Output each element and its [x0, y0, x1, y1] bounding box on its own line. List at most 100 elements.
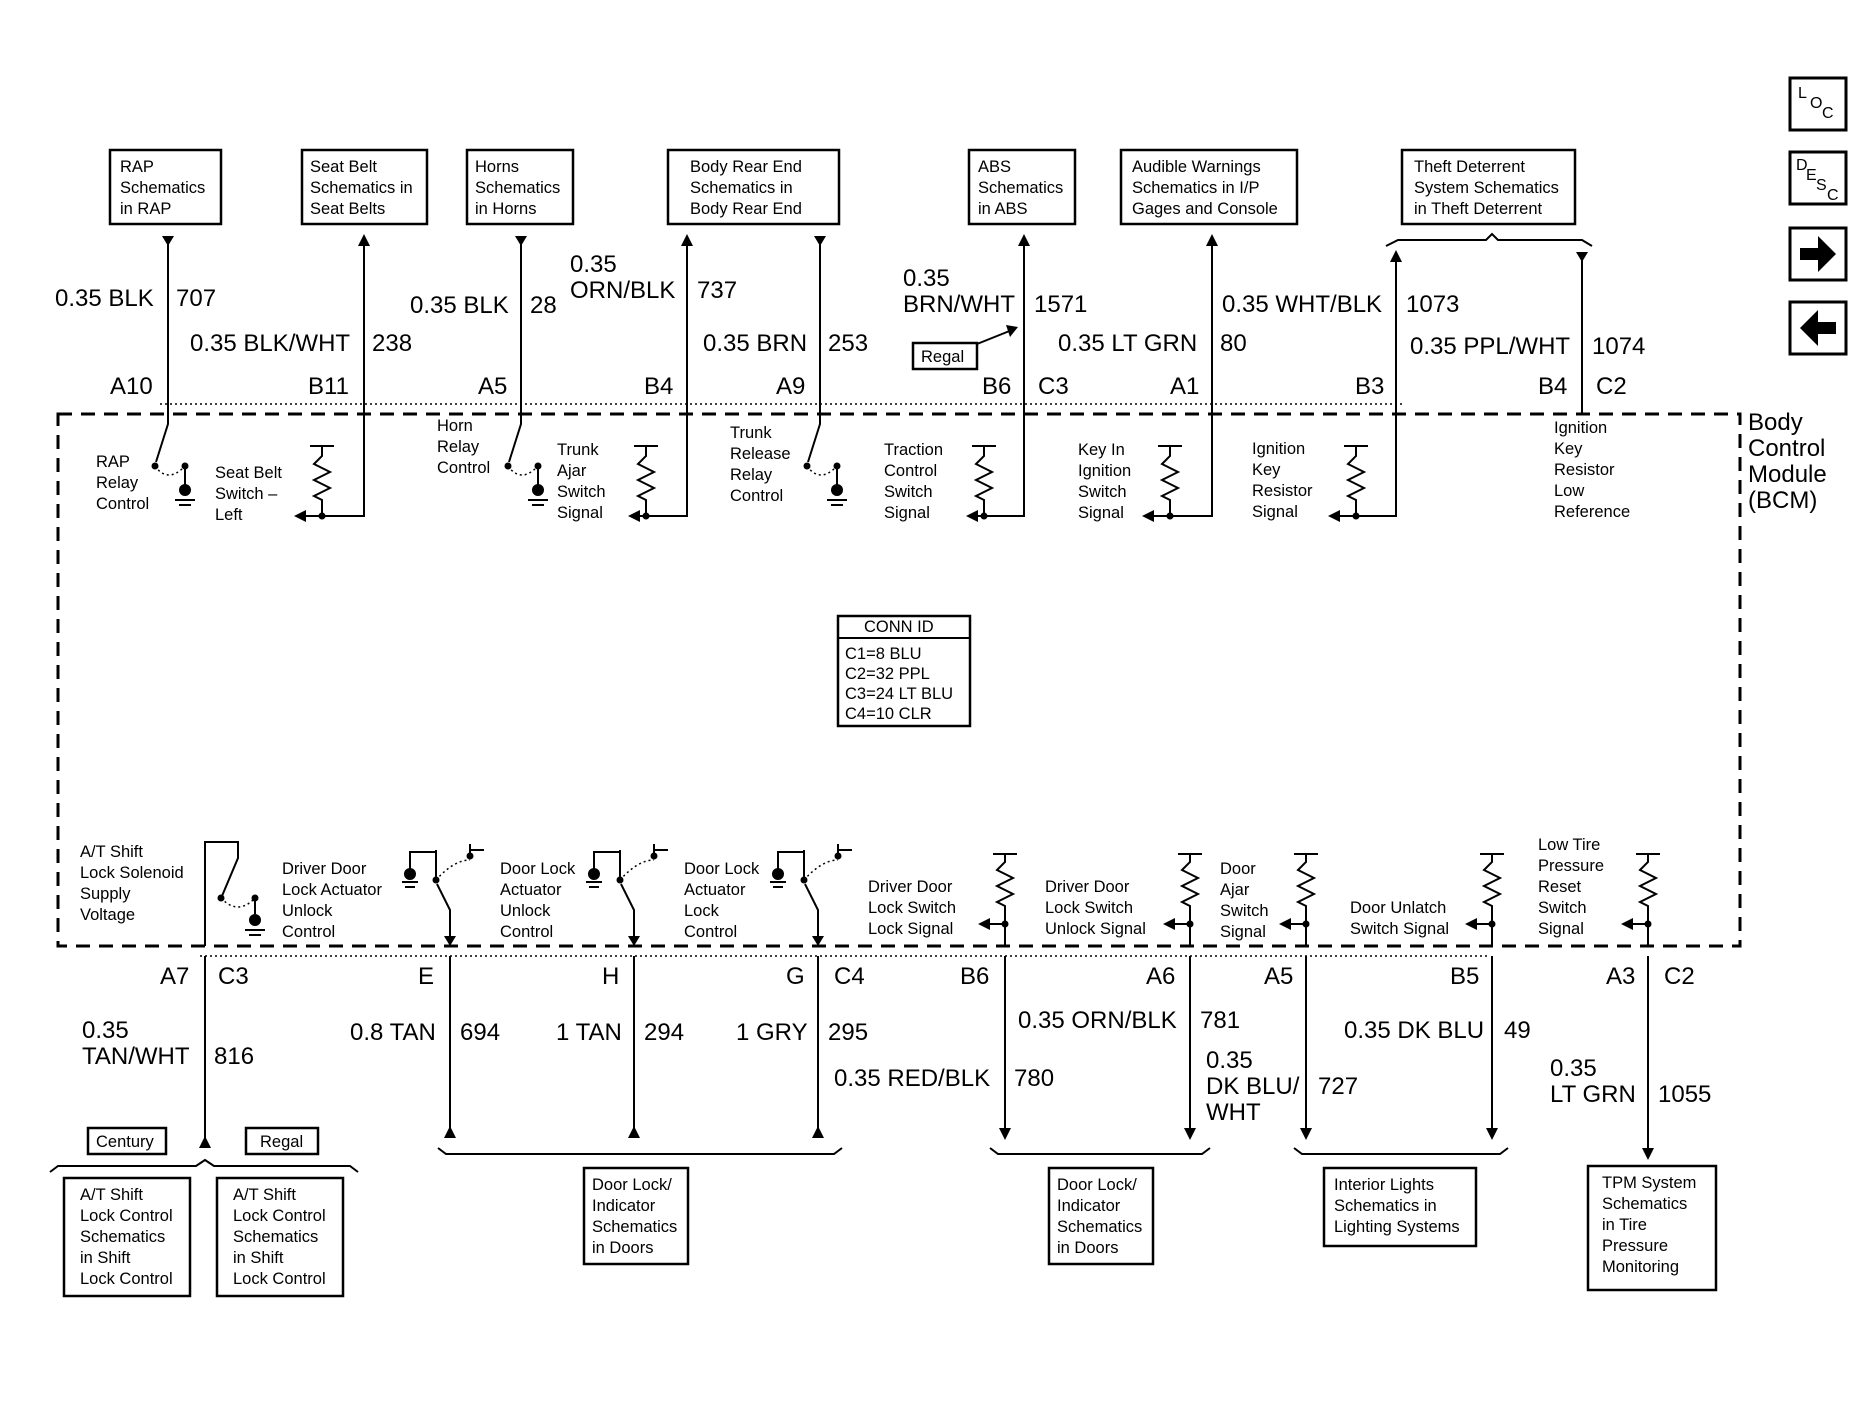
svg-text:Control: Control [884, 462, 937, 480]
svg-text:Schematics in I/P: Schematics in I/P [1132, 179, 1259, 197]
wire-circuit-707: 707 [176, 285, 216, 312]
next-page-button[interactable] [1788, 226, 1848, 282]
svg-text:Control: Control [500, 923, 553, 941]
bottom-box-interior-lights[interactable]: Interior Lights Schematics in Lighting S… [1322, 1166, 1478, 1248]
svg-text:C4: C4 [834, 963, 865, 990]
svg-text:Lock: Lock [684, 902, 720, 920]
svg-text:A3: A3 [1606, 963, 1635, 990]
svg-text:Ignition: Ignition [1252, 440, 1305, 458]
wire-color-1073: 0.35 WHT/BLK [1222, 291, 1382, 318]
svg-text:Body Rear End: Body Rear End [690, 158, 802, 176]
wire-color-1571-a: 0.35 [903, 265, 950, 292]
bottom-wire-lines [199, 956, 1654, 1160]
svg-text:Ajar: Ajar [1220, 881, 1250, 899]
svg-text:Low Tire: Low Tire [1538, 836, 1600, 854]
svg-text:A1: A1 [1170, 373, 1199, 400]
wire-color-727-c: WHT [1206, 1099, 1261, 1126]
svg-text:TPM System: TPM System [1602, 1174, 1696, 1192]
svg-text:Interior Lights: Interior Lights [1334, 1176, 1434, 1194]
svg-text:Monitoring: Monitoring [1602, 1258, 1679, 1276]
svg-text:Unlock: Unlock [500, 902, 551, 920]
top-box-audible-warnings[interactable]: Audible Warnings Schematics in I/P Gages… [1119, 148, 1299, 226]
wire-color-737-a: 0.35 [570, 251, 617, 278]
svg-text:B3: B3 [1355, 373, 1384, 400]
bottom-box-shift-lock-century[interactable]: A/T Shift Lock Control Schematics in Shi… [62, 1176, 192, 1298]
bottom-box-door-lock-1[interactable]: Door Lock/ Indicator Schematics in Doors [582, 1166, 690, 1266]
svg-text:Door Lock/: Door Lock/ [1057, 1176, 1137, 1194]
top-box-abs[interactable]: ABS Schematics in ABS [967, 148, 1077, 226]
wire-color-781: 0.35 ORN/BLK [1018, 1007, 1177, 1034]
wire-circuit-1571: 1571 [1034, 291, 1087, 318]
svg-text:Indicator: Indicator [1057, 1197, 1121, 1215]
svg-text:Key: Key [1554, 440, 1583, 458]
svg-text:C2: C2 [1596, 373, 1627, 400]
loc-button[interactable]: L O C [1788, 76, 1848, 132]
desc-icon: D E S C [1796, 157, 1839, 204]
svg-text:Seat Belt: Seat Belt [215, 464, 282, 482]
svg-text:C2: C2 [1664, 963, 1695, 990]
top-box-seat-belt[interactable]: Seat Belt Schematics in Seat Belts [300, 148, 429, 226]
variant-regal-label: Regal [260, 1133, 303, 1151]
svg-text:Control: Control [684, 923, 737, 941]
wire-circuit-694: 694 [460, 1019, 500, 1046]
top-box-body-rear-end[interactable]: Body Rear End Schematics in Body Rear En… [666, 148, 841, 226]
desc-letter-c: C [1827, 187, 1839, 204]
svg-text:Traction: Traction [884, 441, 943, 459]
svg-text:Regal: Regal [921, 348, 964, 366]
svg-text:Signal: Signal [1220, 923, 1266, 941]
bottom-box-shift-lock-regal[interactable]: A/T Shift Lock Control Schematics in Shi… [215, 1176, 345, 1298]
svg-text:Signal: Signal [1078, 504, 1124, 522]
wire-circuit-1055: 1055 [1658, 1081, 1711, 1108]
svg-text:Control: Control [282, 923, 335, 941]
svg-text:in ABS: in ABS [978, 200, 1028, 218]
svg-text:Voltage: Voltage [80, 906, 135, 924]
svg-text:G: G [786, 963, 805, 990]
svg-text:Module: Module [1748, 461, 1827, 488]
desc-button[interactable]: D E S C [1788, 150, 1848, 206]
svg-text:Schematics in: Schematics in [1334, 1197, 1437, 1215]
wire-circuit-727: 727 [1318, 1073, 1358, 1100]
svg-text:RAP: RAP [96, 453, 130, 471]
bottom-box-tpm[interactable]: TPM System Schematics in Tire Pressure M… [1586, 1164, 1718, 1292]
top-terminals: A10 B11 A5 B4 A9 B6 C3 A1 B3 B4 C2 [110, 373, 1627, 400]
prev-page-button[interactable] [1788, 300, 1848, 356]
svg-text:Relay: Relay [437, 438, 480, 456]
svg-text:Lock Control: Lock Control [80, 1207, 173, 1225]
wire-circuit-28: 28 [530, 292, 557, 319]
svg-text:A7: A7 [160, 963, 189, 990]
svg-text:Gages and Console: Gages and Console [1132, 200, 1278, 218]
svg-text:Key In: Key In [1078, 441, 1125, 459]
svg-text:Driver Door: Driver Door [868, 878, 953, 896]
bottom-box-door-lock-2[interactable]: Door Lock/ Indicator Schematics in Doors [1047, 1166, 1155, 1266]
desc-letter-d: D [1796, 157, 1808, 174]
svg-text:Switch: Switch [557, 483, 606, 501]
svg-text:E: E [418, 963, 434, 990]
bottom-internal-circuits [204, 841, 1660, 946]
svg-text:Control: Control [96, 495, 149, 513]
svg-text:Audible Warnings: Audible Warnings [1132, 158, 1261, 176]
svg-text:C4=10 CLR: C4=10 CLR [845, 705, 932, 723]
svg-text:Switch: Switch [1538, 899, 1587, 917]
top-box-rap[interactable]: RAP Schematics in RAP [108, 148, 223, 226]
bracket-doors-2 [989, 1147, 1211, 1155]
svg-text:Body Rear End: Body Rear End [690, 200, 802, 218]
top-box-theft-deterrent[interactable]: Theft Deterrent System Schematics in The… [1400, 148, 1577, 226]
bottom-terminals: A7 C3 E H G C4 B6 A6 A5 B5 A3 C2 [160, 963, 1695, 990]
svg-text:Schematics in: Schematics in [310, 179, 413, 197]
top-internal-circuits [151, 404, 1583, 522]
top-box-horns[interactable]: Horns Schematics in Horns [465, 148, 575, 226]
top-wire-labels: 0.35 BLK 707 0.35 BLK/WHT 238 0.35 BLK 2… [55, 251, 1645, 360]
wire-color-780: 0.35 RED/BLK [834, 1065, 990, 1092]
svg-text:Door Lock: Door Lock [684, 860, 760, 878]
bottom-wire-labels: 0.35 TAN/WHT 816 0.8 TAN 694 1 TAN 294 1… [82, 1007, 1711, 1126]
svg-text:in Theft Deterrent: in Theft Deterrent [1414, 200, 1543, 218]
variant-labels: Century Regal [49, 1126, 359, 1173]
svg-text:B6: B6 [960, 963, 989, 990]
svg-text:Lock Control: Lock Control [80, 1270, 173, 1288]
svg-text:Supply: Supply [80, 885, 131, 903]
svg-text:C3: C3 [1038, 373, 1069, 400]
loc-icon: L O C [1798, 85, 1834, 122]
svg-text:Seat Belt: Seat Belt [310, 158, 377, 176]
wire-circuit-238: 238 [372, 330, 412, 357]
svg-text:Schematics: Schematics [978, 179, 1063, 197]
